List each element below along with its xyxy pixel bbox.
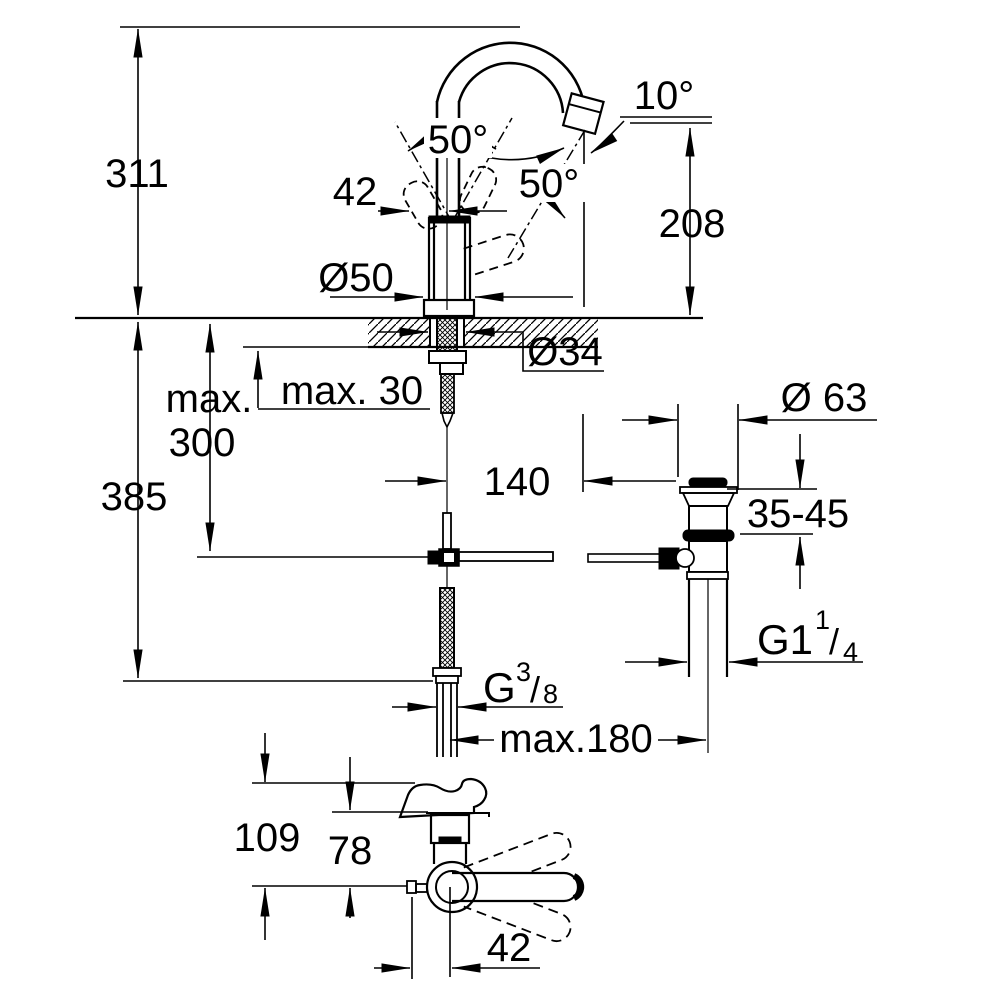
popup-horizontal-rod xyxy=(458,551,554,562)
handle-swing-dashed-left xyxy=(402,180,444,230)
label-bg-50a xyxy=(424,118,492,158)
front-neck xyxy=(432,843,468,864)
dimension-lines xyxy=(120,26,877,979)
body-outline xyxy=(427,217,472,301)
dim-42bottom-label: 42 xyxy=(487,926,532,970)
dim-109-label: 109 xyxy=(234,816,301,860)
mounting-hole-edges xyxy=(429,318,465,347)
drain-seal-ring xyxy=(682,529,735,542)
spout-outer-arc xyxy=(435,41,587,112)
dim-max30-label: max. 30 xyxy=(281,369,423,413)
dim-10-label: 10° xyxy=(634,74,695,118)
svg-text:1: 1 xyxy=(815,605,830,635)
popup-cross-center xyxy=(444,553,454,562)
supply-hose xyxy=(439,587,455,669)
front-body-band xyxy=(438,836,462,844)
dim-50-spout-label: 50° xyxy=(519,162,580,206)
drain-lever-ball xyxy=(675,548,695,568)
drain-assembly xyxy=(587,477,738,753)
faucet-side-view xyxy=(75,41,703,757)
dim-dia34-label: Ø34 xyxy=(527,330,603,374)
handle-lever xyxy=(398,777,488,819)
aerator-nub-inner xyxy=(415,883,428,893)
dim-50-handle-label: 50° xyxy=(428,118,489,162)
label-bg-50b xyxy=(512,164,588,202)
dim-g114-label: G1 1 / 4 xyxy=(757,605,858,667)
arc-outlet-angle xyxy=(590,120,625,154)
labels: 311 42 50° 50° 10° 208 Ø50 Ø34 max. 30 m… xyxy=(101,74,868,970)
svg-text:G1: G1 xyxy=(757,616,813,663)
drain-cap-top xyxy=(688,477,728,488)
faucet-front-view xyxy=(398,777,585,943)
spout-swing-dashed-lower xyxy=(463,879,572,943)
drain-bottom-band xyxy=(686,571,729,580)
supply-pipes xyxy=(436,683,458,757)
dim-311-label: 311 xyxy=(105,152,169,196)
dim-140-label: 140 xyxy=(484,460,551,504)
threaded-shank xyxy=(436,317,458,352)
front-spout-tube xyxy=(452,871,580,903)
dim-78-label: 78 xyxy=(328,829,373,873)
drain-lever-rod xyxy=(587,553,661,563)
threaded-rod xyxy=(440,373,455,414)
dim-g38-label: G 3 / 8 xyxy=(483,657,558,711)
rod-tip xyxy=(440,412,455,429)
dim-208-label: 208 xyxy=(659,202,726,246)
pivot-inner-circle xyxy=(435,870,469,904)
svg-text:/: / xyxy=(530,669,540,710)
popup-rod xyxy=(442,512,452,550)
drain-body-upper xyxy=(688,505,728,532)
svg-text:G: G xyxy=(483,664,516,711)
spout-swing-dashed-upper xyxy=(463,831,572,895)
dim-max180-label: max.180 xyxy=(499,717,652,761)
mounting-nut-lower xyxy=(439,362,464,375)
hose-nut-lower xyxy=(435,675,459,684)
spout-swung-dashed xyxy=(463,233,525,277)
svg-text:3: 3 xyxy=(516,657,531,687)
dim-42top-label: 42 xyxy=(333,170,378,214)
hose-nut-upper xyxy=(432,667,462,677)
dim-max300-value: 300 xyxy=(169,421,236,465)
reference-lines xyxy=(120,26,817,979)
drain-cap-taper xyxy=(681,492,736,507)
escutcheon-top xyxy=(426,812,490,817)
dim-3545-label: 35-45 xyxy=(747,492,849,536)
dim-dia50-label: Ø50 xyxy=(318,256,394,300)
drain-tailpipe xyxy=(687,579,729,677)
front-spout-end-shade xyxy=(572,873,585,901)
dim-dia63-label: Ø 63 xyxy=(781,376,868,420)
aerator xyxy=(561,92,605,136)
svg-text:4: 4 xyxy=(843,637,858,667)
spout-inner-arc xyxy=(457,61,565,114)
handle-swing-centerlines xyxy=(394,117,513,223)
mounting-nut-upper xyxy=(428,350,467,364)
base-flange xyxy=(422,298,476,318)
svg-text:/: / xyxy=(829,621,839,662)
svg-text:8: 8 xyxy=(543,679,558,709)
dim-max300-word: max. xyxy=(166,377,253,421)
handle-swing-dashed-right xyxy=(458,165,498,215)
aerator-nub-outer xyxy=(406,880,417,894)
dim-385-label: 385 xyxy=(101,475,168,519)
